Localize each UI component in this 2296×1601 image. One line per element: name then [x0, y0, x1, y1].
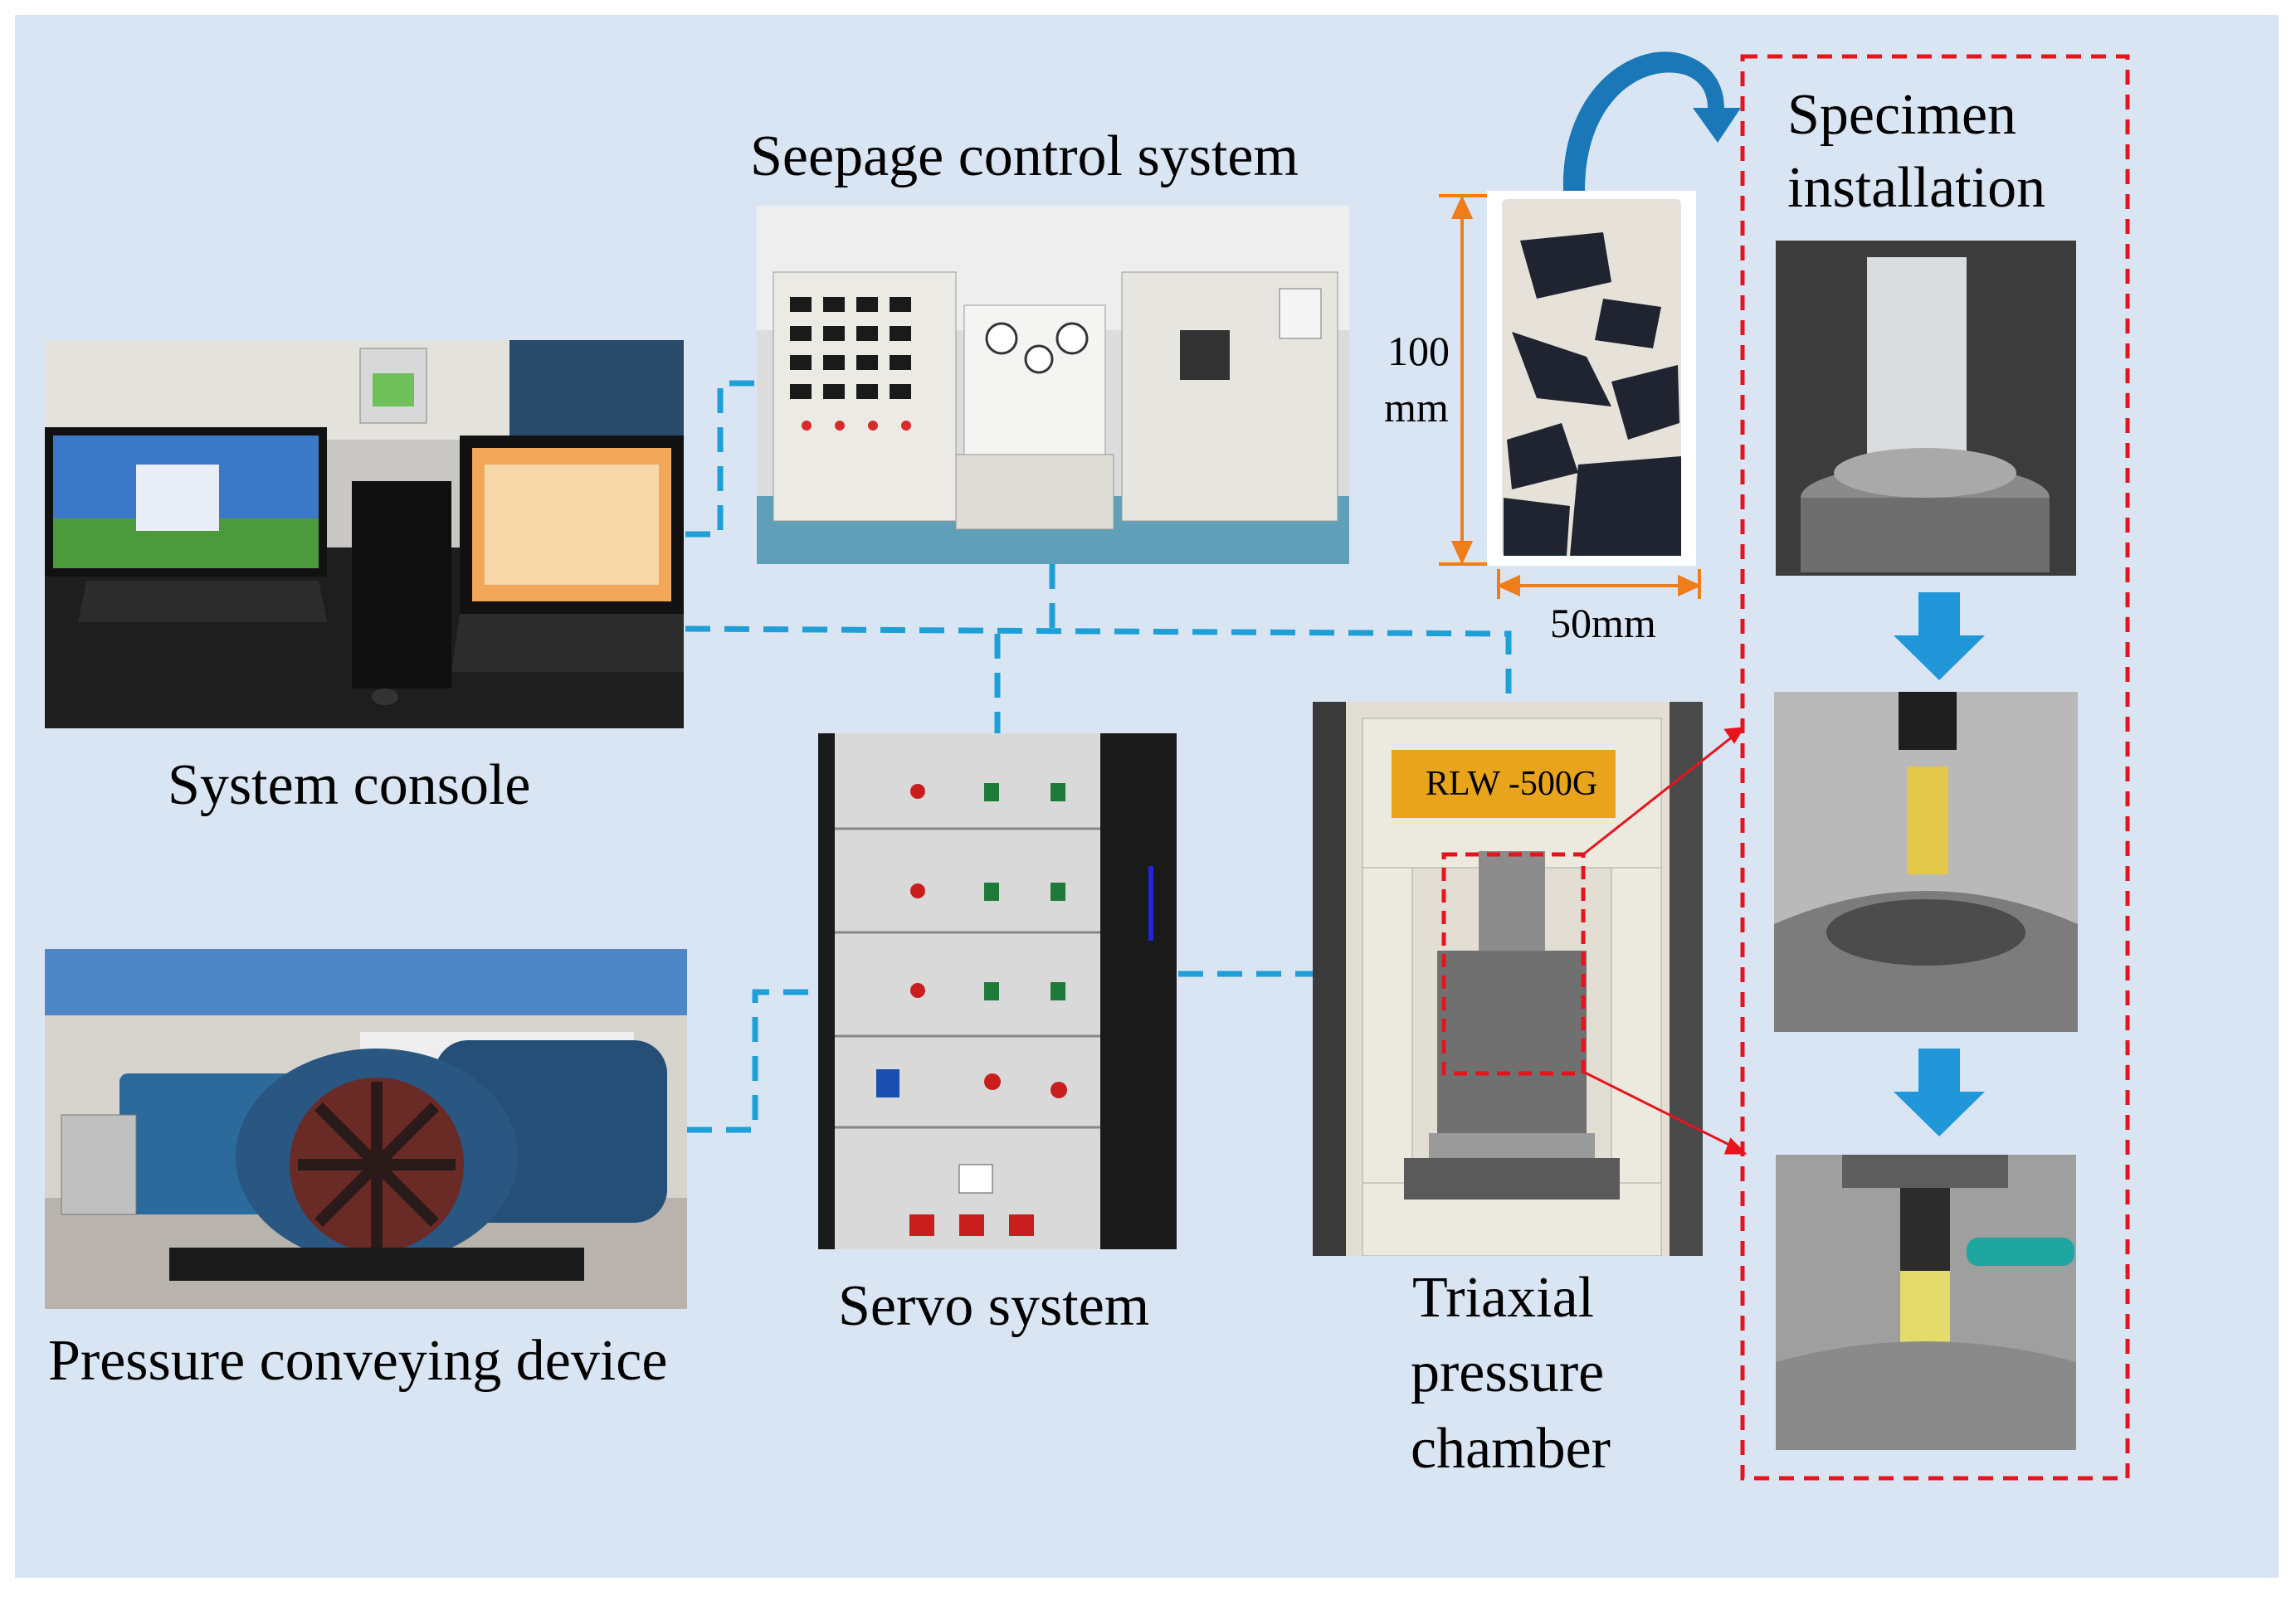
seepage-control-system-label: Seepage control system	[750, 124, 1299, 188]
pressure-conveying-device-photo	[45, 949, 687, 1309]
height-unit-label: mm	[1384, 384, 1449, 431]
specimen-label: Specimen	[1787, 83, 2017, 147]
servo-system-photo	[818, 733, 1177, 1249]
pressure-label: pressure	[1411, 1341, 1605, 1404]
triaxial-label: Triaxial	[1412, 1266, 1595, 1330]
chamber-highlight-box	[1441, 852, 1586, 1076]
connector-lines	[685, 380, 1512, 1133]
dimension-lines	[1439, 194, 1702, 599]
step-down-arrows	[1894, 592, 1985, 1136]
pressure-conveying-device-label: Pressure conveying device	[48, 1329, 668, 1393]
specimen-installation-box	[1740, 54, 2130, 1481]
chamber-to-installation-arrows	[1582, 727, 1748, 1155]
installation-step-2-photo	[1774, 692, 2078, 1032]
machine-model-label: RLW -500G	[1426, 765, 1598, 803]
seepage-control-system-photo	[757, 206, 1349, 564]
specimen-core-photo	[1487, 191, 1696, 566]
system-console-photo	[45, 340, 684, 728]
system-console-label: System console	[168, 753, 531, 817]
height-value-label: 100	[1387, 328, 1450, 374]
servo-system-label: Servo system	[838, 1274, 1150, 1338]
chamber-label: chamber	[1411, 1417, 1611, 1481]
triaxial-pressure-chamber-photo	[1313, 702, 1703, 1256]
installation-label: installation	[1787, 156, 2046, 220]
installation-step-3-photo	[1776, 1155, 2076, 1450]
curved-arrow-icon	[1562, 51, 1741, 191]
width-dimension-label: 50mm	[1550, 600, 1656, 646]
installation-step-1-photo	[1776, 241, 2076, 576]
